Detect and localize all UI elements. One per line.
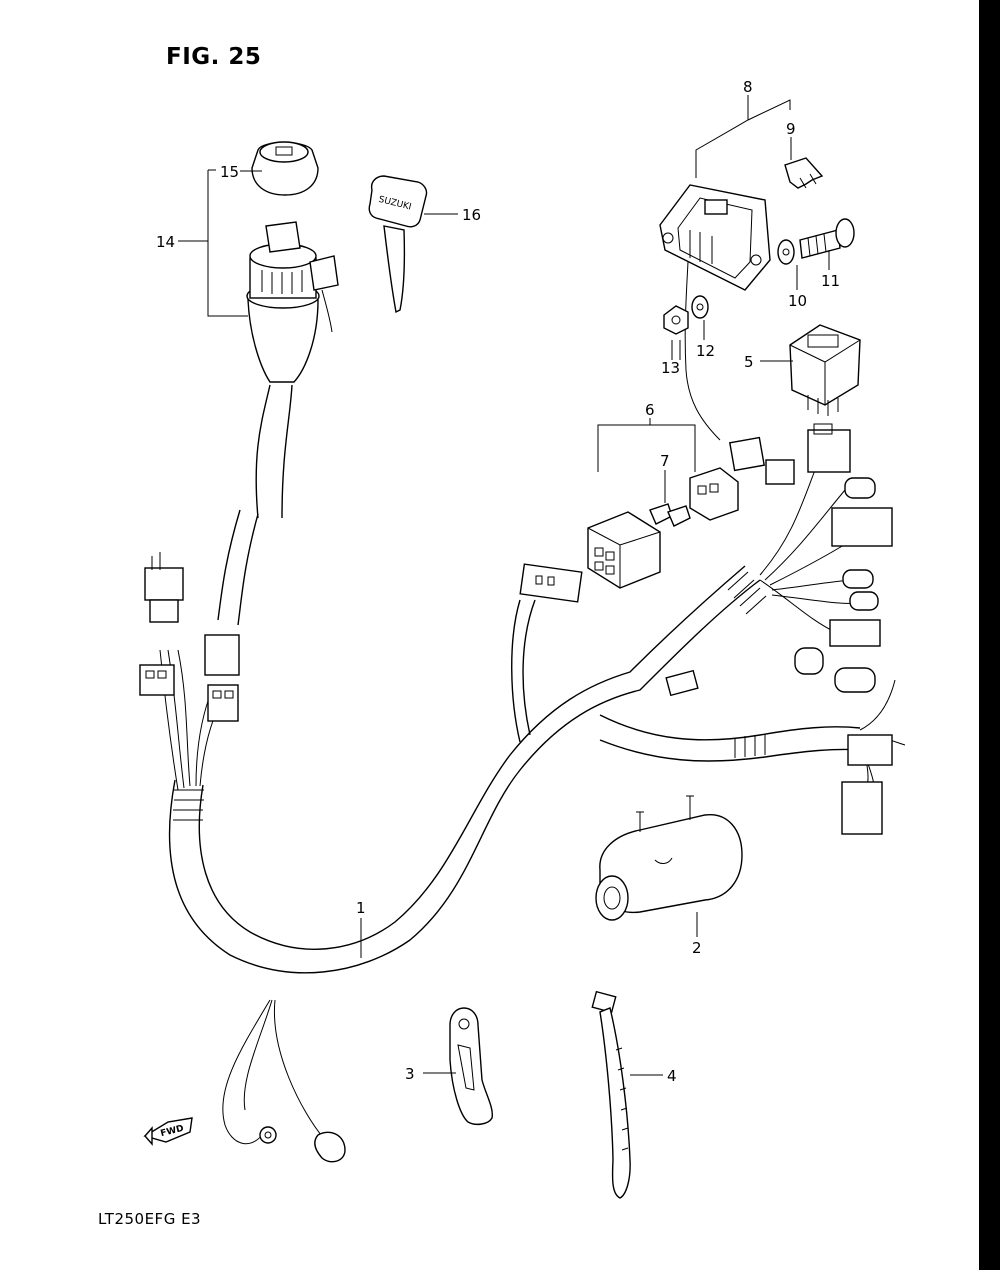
callout-5: 5 bbox=[744, 353, 754, 371]
connector-set bbox=[587, 436, 766, 589]
callout-2: 2 bbox=[692, 939, 702, 957]
wiring-harness bbox=[139, 423, 906, 1163]
mounting-bracket bbox=[449, 1007, 494, 1126]
regulator-rectifier bbox=[659, 184, 771, 441]
switch-cap bbox=[251, 141, 319, 196]
nut-and-washer bbox=[663, 295, 709, 335]
ignition-coil bbox=[595, 795, 743, 921]
callout-8: 8 bbox=[743, 78, 753, 96]
callout-12: 12 bbox=[696, 342, 715, 360]
starter-relay bbox=[789, 324, 861, 416]
fuse bbox=[784, 157, 824, 189]
callout-10: 10 bbox=[788, 292, 807, 310]
leader-lines bbox=[178, 95, 830, 1076]
callout-9: 9 bbox=[786, 120, 796, 138]
callout-1: 1 bbox=[356, 899, 366, 917]
key: SUZUKI bbox=[368, 175, 428, 314]
callout-14: 14 bbox=[156, 233, 175, 251]
callout-3: 3 bbox=[405, 1065, 415, 1083]
callout-13: 13 bbox=[661, 359, 680, 377]
cable-tie bbox=[591, 990, 631, 1199]
callout-11: 11 bbox=[821, 272, 840, 290]
callout-15: 15 bbox=[220, 163, 239, 181]
ignition-switch bbox=[217, 221, 339, 626]
callout-6: 6 bbox=[645, 401, 655, 419]
figure-title: FIG. 25 bbox=[166, 44, 262, 70]
forward-arrow: FWD bbox=[143, 1117, 193, 1146]
callout-4: 4 bbox=[667, 1067, 677, 1085]
scan-edge-bar bbox=[979, 0, 1000, 1270]
callout-labels: 1 2 3 4 5 6 7 8 9 10 11 12 13 14 15 16 bbox=[156, 78, 840, 1085]
model-code: LT250EFG E3 bbox=[98, 1210, 202, 1228]
callout-16: 16 bbox=[462, 206, 481, 224]
bolt-and-washer bbox=[777, 218, 855, 265]
callout-7: 7 bbox=[660, 452, 670, 470]
